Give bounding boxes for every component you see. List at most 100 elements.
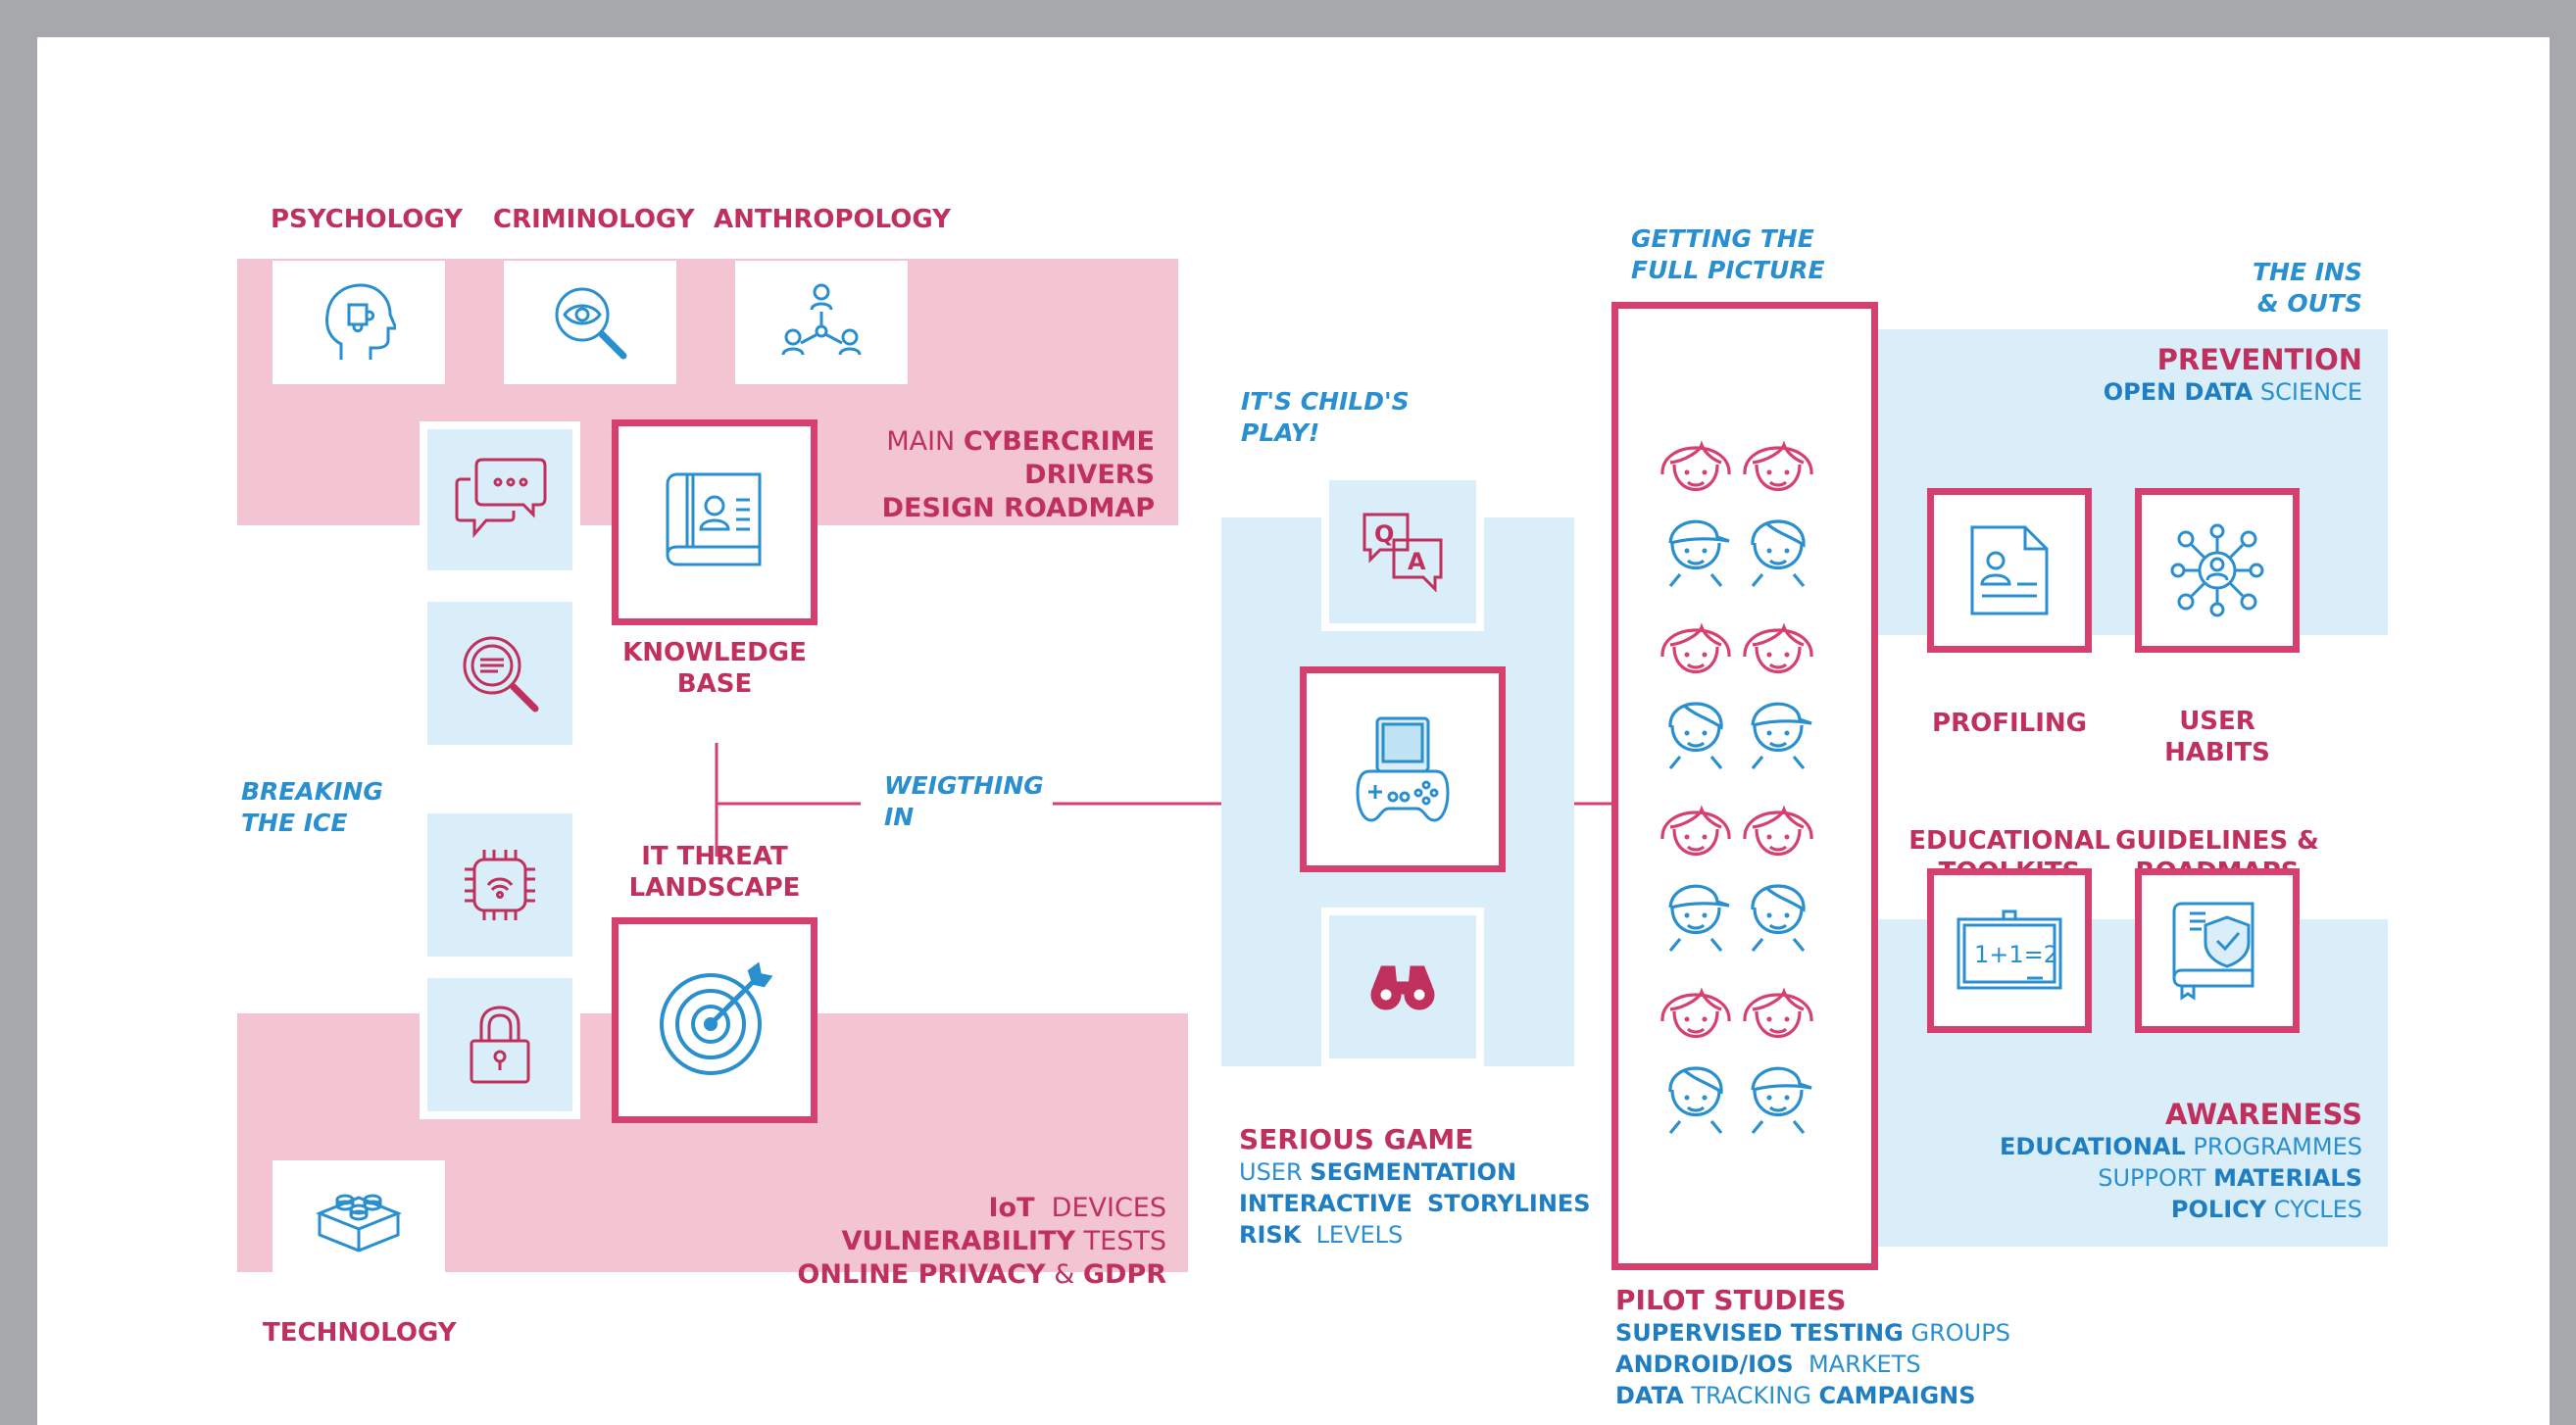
binoculars-icon [1370, 965, 1435, 1010]
ins-and-outs: THE INS & OUTS [2223, 257, 2362, 319]
boy-icon [1668, 519, 1730, 588]
getting-full-picture: GETTING THE FULL PICTURE [1631, 223, 1825, 286]
label-anthropology: ANTHROPOLOGY [714, 205, 951, 234]
knowledge-base-frame [612, 419, 817, 625]
user-network-icon [2170, 523, 2264, 617]
search-doc-icon [463, 636, 539, 712]
vuln-light: TESTS [1083, 1226, 1166, 1256]
pilot-tracking: TRACKING [1691, 1382, 1811, 1409]
breaking-the-ice: BREAKING THE ICE [241, 776, 383, 839]
boy-icon [1668, 702, 1723, 770]
user-habits-label: USER HABITS [2123, 706, 2311, 768]
criminology-box [504, 261, 676, 384]
knowledge-base-line2: BASE [676, 669, 753, 699]
chalkboard-icon: 1+1=2 [1957, 909, 2062, 990]
awareness-cycles: CYCLES [2273, 1196, 2362, 1223]
anthropology-box [735, 261, 908, 384]
privacy-gdpr: GDPR [1082, 1259, 1166, 1290]
profiling-frame [1927, 488, 2092, 653]
label-psychology: PSYCHOLOGY [271, 205, 463, 234]
pilot-campaigns: CAMPAIGNS [1818, 1382, 1976, 1409]
pilot-groups: GROUPS [1910, 1319, 2010, 1347]
awareness-text: AWARENESS EDUCATIONAL PROGRAMMES SUPPORT… [1939, 1098, 2362, 1225]
pilot-frame [1611, 302, 1878, 1270]
kids-icons [1653, 421, 1843, 1166]
chalkboard-text: 1+1=2 [1974, 941, 2058, 968]
drivers-main: MAIN [886, 426, 956, 457]
ins-outs-line1: THE INS [2253, 258, 2362, 286]
profiling-label: PROFILING [1932, 709, 2087, 738]
full-picture-line1: GETTING THE [1631, 224, 1814, 253]
toolkits-line1: EDUCATIONAL [1908, 826, 2110, 856]
girl-icon [1660, 805, 1731, 856]
privacy-amp: & [1054, 1259, 1075, 1290]
kids-grid [1653, 421, 1843, 1166]
eye-magnifier-icon [555, 287, 627, 360]
girl-icon [1660, 440, 1731, 491]
breaking-line2: THE ICE [241, 809, 348, 837]
profile-doc-icon [1970, 525, 2049, 615]
sg-user: USER [1239, 1158, 1303, 1186]
girl-icon [1743, 440, 1813, 491]
boy-icon [1751, 1066, 1812, 1135]
girl-icon [1743, 987, 1813, 1038]
pilot-text: PILOT STUDIES SUPERVISED TESTING GROUPS … [1615, 1284, 2010, 1411]
sg-levels: LEVELS [1315, 1221, 1404, 1249]
childs-play: IT'S CHILD'S PLAY! [1241, 386, 1410, 449]
boy-icon [1668, 1066, 1723, 1135]
prevention-science: SCIENCE [2259, 378, 2362, 406]
awareness-policy: POLICY [2170, 1196, 2267, 1223]
head-puzzle-icon [325, 283, 396, 360]
diagram-canvas: PSYCHOLOGY CRIMINOLOGY ANTHROPOLOGY MAIN… [37, 37, 2550, 1425]
awareness-support: SUPPORT [2098, 1164, 2206, 1192]
it-threat-line2: LANDSCAPE [628, 873, 801, 903]
game-frame [1300, 666, 1506, 872]
user-habits-line1: USER [2179, 707, 2255, 736]
boy-icon [1751, 519, 1806, 588]
drivers-cybercrime: CYBERCRIME [963, 426, 1155, 457]
awareness-educational: EDUCATIONAL [1999, 1133, 2186, 1160]
drivers-text: MAIN CYBERCRIME DRIVERS DESIGN ROADMAP [821, 425, 1155, 525]
vuln-bold: VULNERABILITY [841, 1226, 1076, 1256]
children-icons [1660, 440, 1813, 1135]
serious-game-text: SERIOUS GAME USER SEGMENTATION INTERACTI… [1239, 1123, 1591, 1251]
boy-icon [1668, 884, 1730, 953]
awareness-title: AWARENESS [2165, 1098, 2362, 1131]
sg-storylines: STORYLINES [1426, 1190, 1591, 1217]
label-technology: TECHNOLOGY [263, 1318, 457, 1348]
full-picture-line2: FULL PICTURE [1631, 256, 1825, 284]
childs-play-line2: PLAY! [1241, 418, 1320, 447]
knowledge-base-label: KNOWLEDGE BASE [612, 637, 817, 700]
lego-brick-icon [316, 1194, 402, 1253]
target-arrow-icon [660, 961, 773, 1075]
user-habits-frame [2135, 488, 2300, 653]
toolkits-frame: 1+1=2 [1927, 868, 2092, 1033]
pilot-data: DATA [1615, 1382, 1684, 1409]
iot-bold: IoT [988, 1193, 1035, 1223]
weighting-in: WEIGTHING IN [884, 770, 1044, 833]
iot-light: DEVICES [1051, 1193, 1166, 1223]
sg-risk: RISK [1239, 1221, 1302, 1249]
girl-icon [1660, 987, 1731, 1038]
chat-bubbles-icon [455, 458, 547, 539]
it-threat-label: IT THREAT LANDSCAPE [612, 841, 817, 904]
book-profile-icon [666, 472, 762, 566]
user-habits-line2: HABITS [2164, 738, 2270, 767]
gamepad-phone-icon [1356, 716, 1450, 822]
pilot-title: PILOT STUDIES [1615, 1284, 1847, 1316]
prevention-text: PREVENTION OPEN DATA SCIENCE [1939, 343, 2362, 408]
guidelines-frame [2135, 868, 2300, 1033]
girl-icon [1743, 805, 1813, 856]
drivers-line3: DESIGN ROADMAP [881, 493, 1155, 523]
chip-tile [420, 806, 580, 964]
search-tile [420, 594, 580, 753]
technology-box [272, 1160, 445, 1276]
boy-icon [1751, 702, 1812, 770]
drivers-line2: DRIVERS [1024, 460, 1155, 490]
sg-interactive: INTERACTIVE [1239, 1190, 1412, 1217]
childs-play-line1: IT'S CHILD'S [1241, 387, 1410, 416]
weighting-line2: IN [884, 803, 915, 831]
breaking-line1: BREAKING [241, 777, 383, 806]
privacy-bold: ONLINE PRIVACY [797, 1259, 1046, 1290]
girl-icon [1660, 622, 1731, 673]
